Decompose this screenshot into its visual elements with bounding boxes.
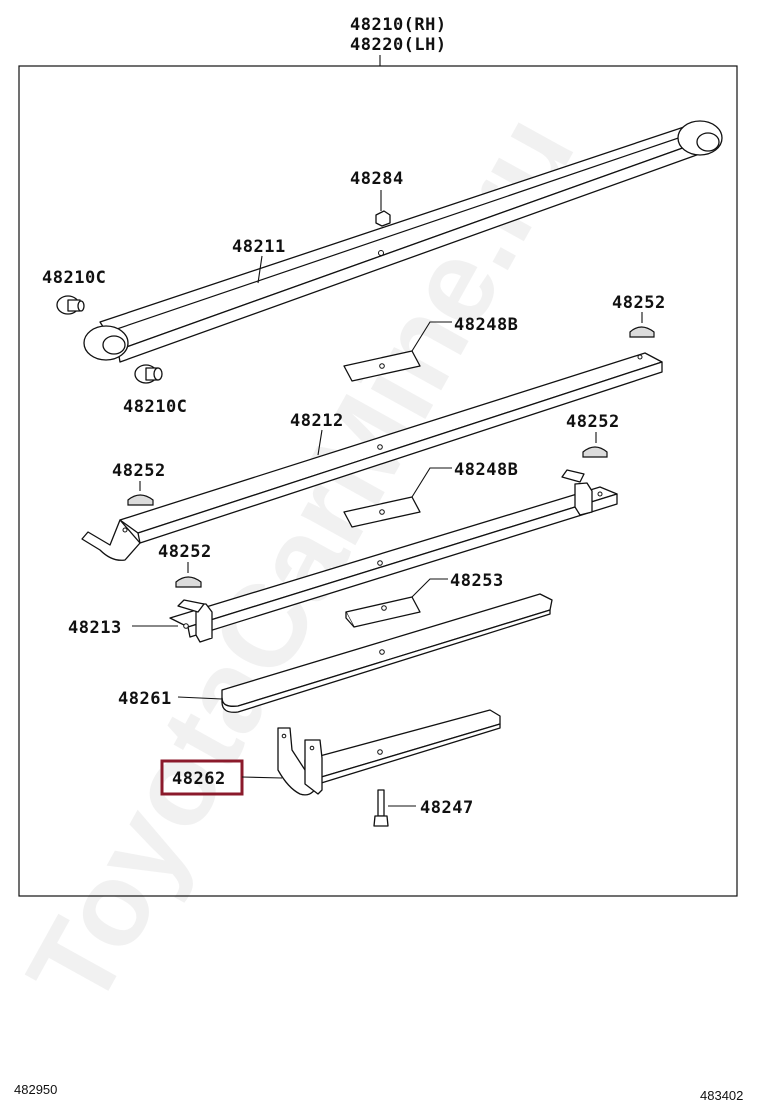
label-48253: 48253 xyxy=(450,571,504,591)
assembly-number-lh: 48220(LH) xyxy=(350,35,447,55)
label-48284: 48284 xyxy=(350,169,404,189)
label-48252-a: 48252 xyxy=(612,293,666,313)
pad-48252-c[interactable] xyxy=(127,481,154,506)
leaf-48213[interactable] xyxy=(169,469,618,643)
bolt-48247[interactable] xyxy=(373,789,416,827)
footer-left-code: 482950 xyxy=(14,1082,57,1097)
label-48211: 48211 xyxy=(232,237,286,257)
label-48210c-bottom: 48210C xyxy=(123,397,187,417)
label-48252-c: 48252 xyxy=(112,461,166,481)
pad-48252-d[interactable] xyxy=(175,562,202,588)
label-48248b-a: 48248B xyxy=(454,315,518,335)
pad-48252-b[interactable] xyxy=(582,432,608,458)
label-48262[interactable]: 48262 xyxy=(172,769,226,789)
plate-48248b-a[interactable] xyxy=(343,321,452,382)
leader-48262 xyxy=(241,776,283,779)
label-48210c-top: 48210C xyxy=(42,268,106,288)
leader-48211 xyxy=(257,255,263,284)
nut-48284[interactable] xyxy=(375,190,391,227)
plate-48253[interactable] xyxy=(345,578,448,628)
leaf-48261[interactable] xyxy=(221,593,553,713)
pad-48252-a[interactable] xyxy=(629,312,655,338)
label-48261: 48261 xyxy=(118,689,172,709)
main-leaf-48211[interactable] xyxy=(83,120,723,363)
label-48212: 48212 xyxy=(290,411,344,431)
leader-48212 xyxy=(317,429,323,456)
footer-right-code: 483402 xyxy=(700,1088,743,1103)
label-48252-b: 48252 xyxy=(566,412,620,432)
bushing-48210c-top[interactable] xyxy=(56,295,85,315)
bushing-48210c-bottom[interactable] xyxy=(134,364,163,384)
leaf-48212[interactable] xyxy=(81,352,663,561)
diagram-frame xyxy=(18,65,738,897)
label-48247: 48247 xyxy=(420,798,474,818)
watermark: ToyotaCarMine.ru xyxy=(2,94,600,1028)
assembly-number-rh: 48210(RH) xyxy=(350,15,447,35)
label-48213: 48213 xyxy=(68,618,122,638)
label-48252-d: 48252 xyxy=(158,542,212,562)
plate-48248b-b[interactable] xyxy=(343,467,452,528)
label-48248b-b: 48248B xyxy=(454,460,518,480)
leader-48261 xyxy=(177,696,223,700)
leaf-48262[interactable] xyxy=(277,709,501,796)
